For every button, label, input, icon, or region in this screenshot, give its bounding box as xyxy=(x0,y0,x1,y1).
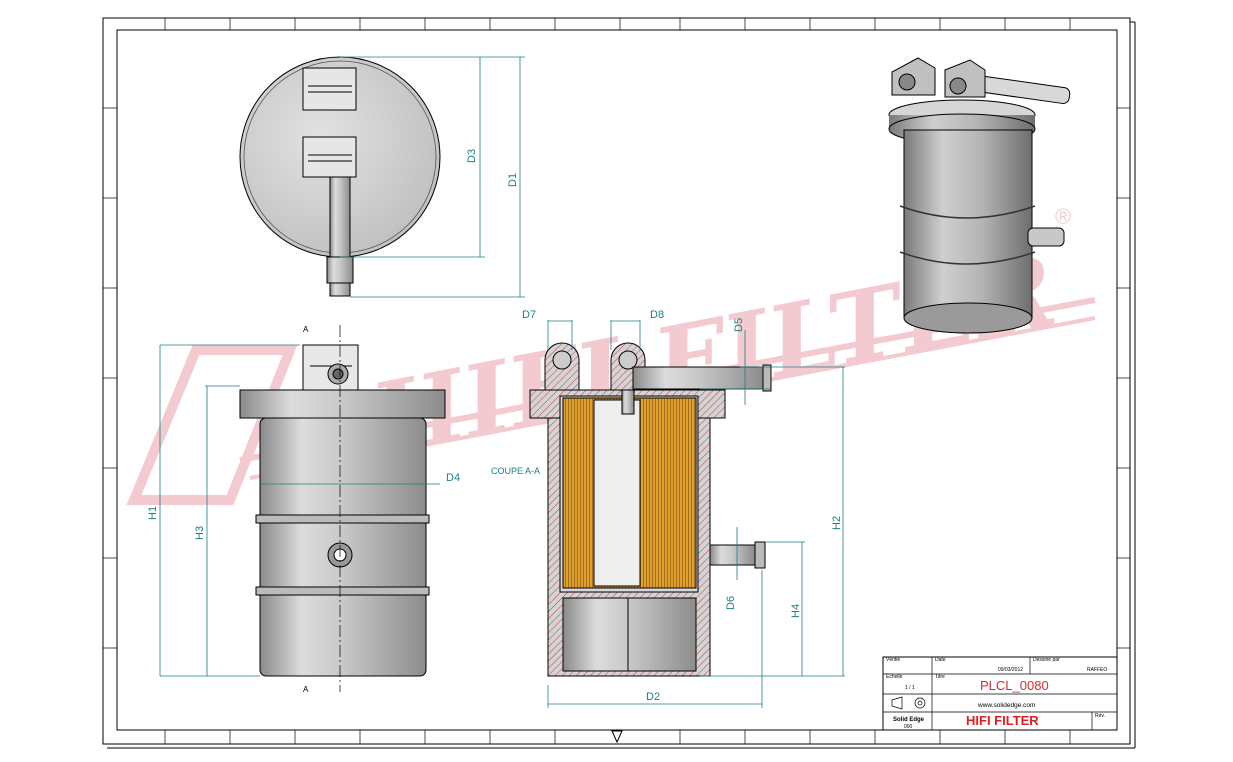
section-view xyxy=(529,342,772,677)
center-mark-icon xyxy=(611,730,623,744)
dim-d5: D5 xyxy=(733,318,745,332)
dim-d8: D8 xyxy=(650,309,664,321)
tb-drawn-by: RAFFEO xyxy=(1087,667,1107,673)
registered-mark: ® xyxy=(1055,204,1071,229)
tb-scale: 1 / 1 xyxy=(905,685,915,691)
iso-view xyxy=(888,57,1071,334)
section-marker-bottom: A xyxy=(303,685,309,694)
outer-frame xyxy=(102,17,1131,745)
front-view-dimensions xyxy=(159,344,440,677)
top-view-dimensions xyxy=(340,56,525,298)
tb-date-label: Date xyxy=(935,657,946,663)
tb-title-label: Titre xyxy=(935,674,945,680)
tb-date: 09/03/2012 xyxy=(998,667,1023,673)
tb-rev-label: Rév. xyxy=(1095,713,1105,719)
dim-d2: D2 xyxy=(646,691,660,703)
inner-frame xyxy=(116,29,1118,731)
website: www.solidedge.com xyxy=(977,702,1035,709)
tb-drawn-label: Dessiné par xyxy=(1033,657,1060,663)
dim-h1: H1 xyxy=(147,506,159,520)
title-block: Vérifié Date Dessiné par 09/03/2012 RAFF… xyxy=(882,656,1118,731)
section-label: COUPE A-A xyxy=(491,466,540,476)
dim-d3: D3 xyxy=(466,149,478,163)
projection-symbol-icon xyxy=(891,696,926,710)
dim-h2: H2 xyxy=(831,516,843,530)
software: Solid Edge xyxy=(893,717,925,723)
tb-scale-label: Échelle xyxy=(886,673,903,680)
front-view xyxy=(239,344,446,677)
section-view-dimensions xyxy=(547,320,845,708)
software-sub: 000 xyxy=(904,724,913,730)
section-marker-top: A xyxy=(303,325,309,334)
top-view xyxy=(239,56,441,297)
tb-verified-label: Vérifié xyxy=(886,657,900,663)
part-number: PLCL_0080 xyxy=(980,678,1049,693)
dim-h4: H4 xyxy=(790,604,802,618)
frame-ticks xyxy=(103,18,1130,744)
dim-h3: H3 xyxy=(194,526,206,540)
dim-d7: D7 xyxy=(522,309,536,321)
dim-d6: D6 xyxy=(725,596,737,610)
company-name: HIFI FILTER xyxy=(966,713,1039,728)
dim-d4: D4 xyxy=(446,472,460,484)
dim-d1: D1 xyxy=(507,173,519,187)
